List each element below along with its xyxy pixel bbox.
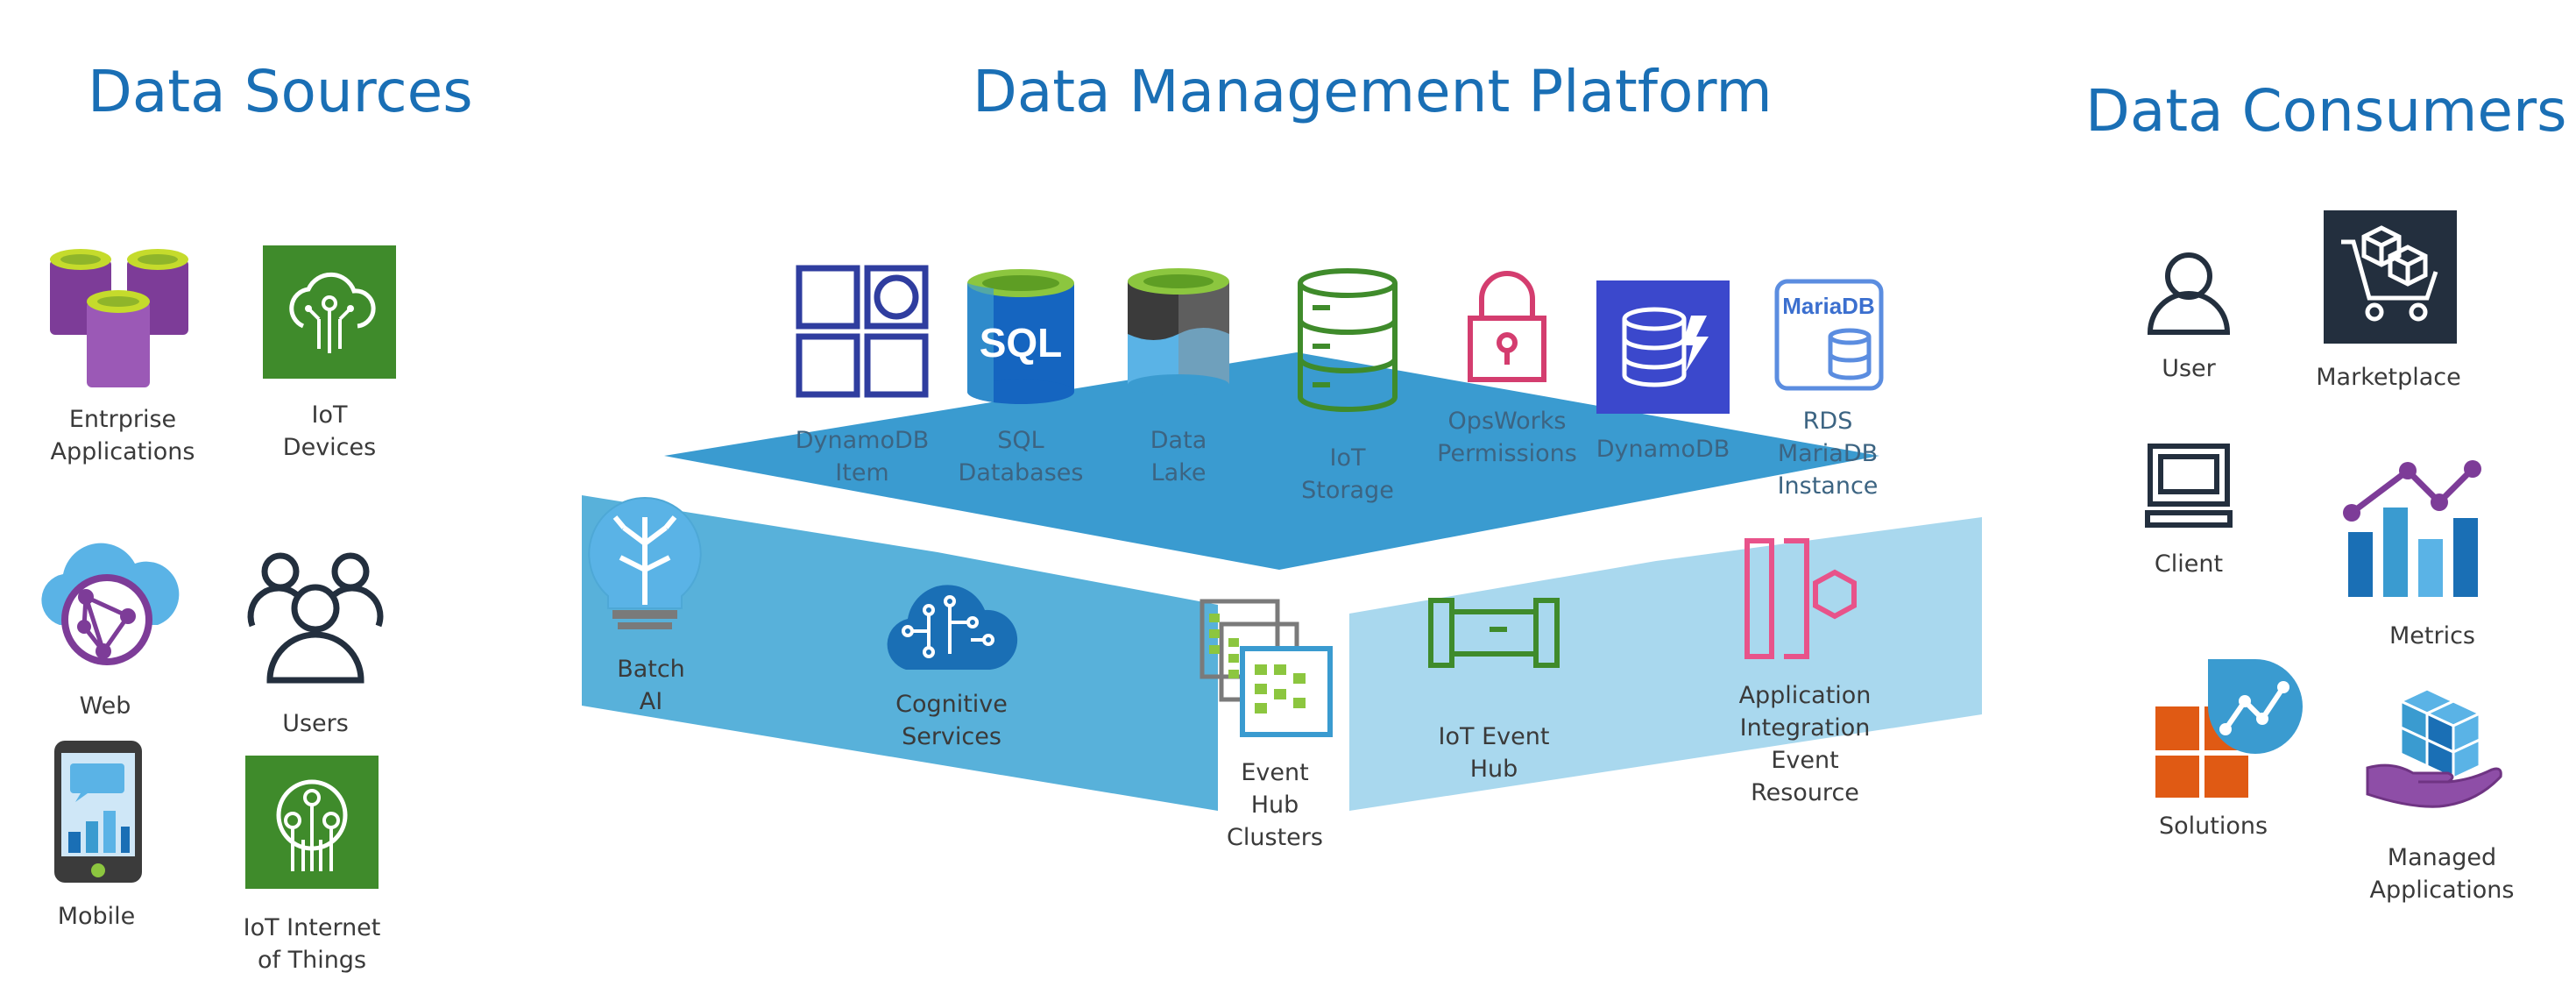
solutions-icon: [2155, 659, 2303, 798]
managed-applications-icon: [2366, 687, 2502, 808]
consumer-label-solutions: Solutions: [2158, 813, 2268, 840]
consumer-label-marketplace: Marketplace: [2316, 364, 2461, 391]
metrics-chart-icon: [2343, 460, 2481, 597]
consumer-label-client: Client: [2154, 550, 2224, 578]
svg-text:MariaDB: MariaDB: [1782, 293, 1874, 319]
consumer-label-metrics: Metrics: [2388, 622, 2475, 650]
client-computer-icon: [2145, 444, 2233, 528]
consumer-label-user: User: [2162, 355, 2216, 382]
marketplace-cart-icon: [2324, 210, 2457, 344]
data-management-platform-heading: Data Management Platform: [973, 58, 1773, 125]
application-integration-icon: [1744, 538, 1857, 659]
users-icon: [247, 552, 384, 684]
data-consumers-heading: Data Consumers: [2085, 77, 2567, 145]
platform-top-surface: [664, 352, 1879, 570]
sql-database-icon: SQL: [967, 269, 1074, 404]
source-label-users: Users: [282, 710, 349, 737]
source-label-web: Web: [79, 692, 131, 720]
iot-storage-icon: [1298, 268, 1398, 412]
batch-ai-icon: [588, 496, 702, 629]
lock-icon: [1468, 271, 1546, 382]
source-label-mobile: Mobile: [57, 903, 136, 930]
database-cluster-icon: [50, 249, 188, 387]
dynamodb-icon: [1596, 280, 1730, 414]
event-hub-clusters-icon: [1200, 599, 1333, 737]
dynamodb-item-icon: [796, 265, 929, 398]
right-service-band: [1349, 517, 1982, 811]
mobile-icon: [54, 741, 142, 883]
cognitive-services-icon: [887, 585, 1018, 670]
web-cloud-icon: [41, 543, 180, 665]
iot-devices-icon: [263, 245, 396, 379]
iot-internet-of-things-icon: [245, 756, 379, 889]
rds-mariadb-icon: MariaDB: [1774, 279, 1884, 391]
iot-event-hub-icon: [1428, 598, 1560, 668]
user-icon: [2147, 252, 2231, 335]
svg-text:SQL: SQL: [980, 320, 1063, 366]
data-sources-heading: Data Sources: [88, 58, 473, 125]
storage-label-dynamodb: DynamoDB: [1596, 436, 1730, 463]
data-lake-icon: [1128, 268, 1229, 395]
